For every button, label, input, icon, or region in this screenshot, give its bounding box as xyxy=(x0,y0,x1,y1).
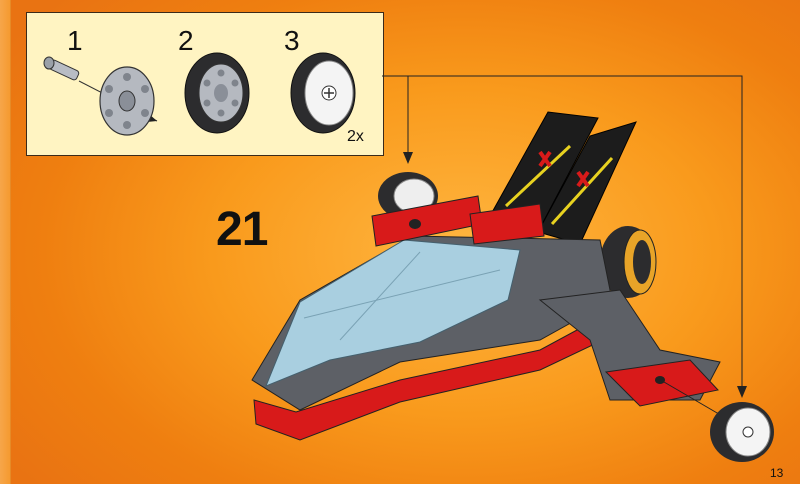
arrow-head-icon xyxy=(403,152,413,164)
tail-fins xyxy=(489,111,637,245)
ship-hull xyxy=(251,235,621,441)
sub-assembly-illustration xyxy=(43,52,356,136)
sub-assembly-callout: 1 2 3 2x xyxy=(26,12,384,156)
page-number: 13 xyxy=(770,466,784,480)
sub-step-number: 2 xyxy=(178,25,194,56)
engine-nozzle xyxy=(600,226,657,298)
arrow-head-icon xyxy=(737,386,747,398)
page-edge xyxy=(0,0,11,484)
sub-step-number: 3 xyxy=(284,25,300,56)
sub-step-number: 1 xyxy=(67,25,83,56)
wheel-hub-icon xyxy=(99,66,155,136)
tire-on-hub-icon xyxy=(184,52,250,134)
quantity-label: 2x xyxy=(347,128,364,145)
connector-arrows xyxy=(382,75,743,396)
red-plate xyxy=(469,203,545,245)
wheel-icon xyxy=(710,402,774,462)
wing-lower xyxy=(538,289,737,425)
step-number: 21 xyxy=(216,203,268,256)
complete-wheel-icon xyxy=(290,52,356,134)
